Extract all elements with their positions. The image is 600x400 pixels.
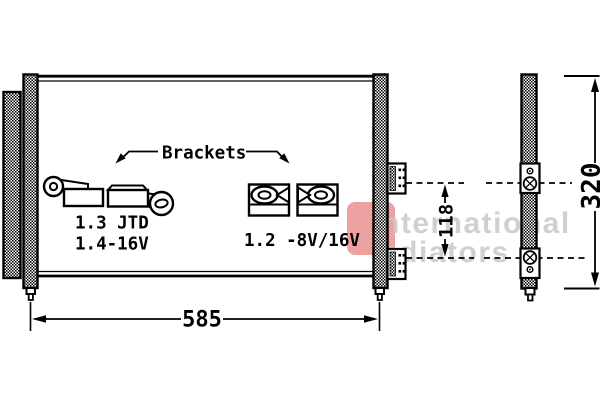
- left-tank: [22, 73, 39, 290]
- bracket-12-8v-left: [247, 183, 291, 217]
- dimension-pitch-118: 118: [436, 184, 458, 257]
- left-drain-pin: [25, 287, 36, 301]
- bracket-arrow-left: [118, 150, 158, 162]
- arrow-down: [591, 272, 599, 287]
- right-tank: [372, 73, 389, 290]
- arrow-up: [591, 78, 599, 92]
- arrow-left: [32, 315, 46, 323]
- brackets-annotation: Brackets: [115, 144, 290, 164]
- top-fitting: [386, 162, 407, 195]
- core: [37, 74, 374, 278]
- variant-left-label-line1: 1.3 JTD: [75, 214, 149, 234]
- side-drain-pin: [524, 287, 536, 302]
- dimension-height-label: 320: [577, 163, 600, 210]
- arrow-right: [364, 315, 378, 323]
- brackets-label: Brackets: [162, 144, 246, 164]
- variant-right-label: 1.2 -8V/16V: [244, 231, 360, 251]
- bracket-13jtd-left: [42, 175, 105, 208]
- receiver-drier: [2, 90, 22, 280]
- dimension-height-320: 320: [564, 75, 600, 290]
- bracket-13jtd-pair: [42, 175, 175, 217]
- dimension-pitch-label: 118: [436, 204, 458, 238]
- bracket-arrow-left-head: [115, 153, 126, 164]
- bracket-13jtd-right: [105, 184, 175, 217]
- condenser-front-view: [2, 73, 407, 301]
- bracket-arrow-right: [246, 150, 287, 162]
- variant-left-label-line2: 1.4-16V: [75, 235, 149, 255]
- dimension-width-label: 585: [182, 308, 222, 333]
- bottom-fitting: [386, 247, 407, 281]
- bracket-12-8v-pair: [247, 183, 339, 217]
- bracket-12-8v-right: [296, 183, 339, 217]
- arrow-down: [441, 244, 449, 257]
- side-bracket-bottom: [519, 247, 541, 280]
- arrow-up: [441, 184, 449, 197]
- side-bracket-top: [519, 162, 541, 195]
- bracket-arrow-right-head: [279, 153, 290, 164]
- condenser-side-view: [519, 73, 541, 302]
- watermark-text-line1: nternational: [381, 207, 571, 240]
- dimension-width-585: 585: [29, 302, 381, 333]
- right-drain-pin: [374, 287, 385, 301]
